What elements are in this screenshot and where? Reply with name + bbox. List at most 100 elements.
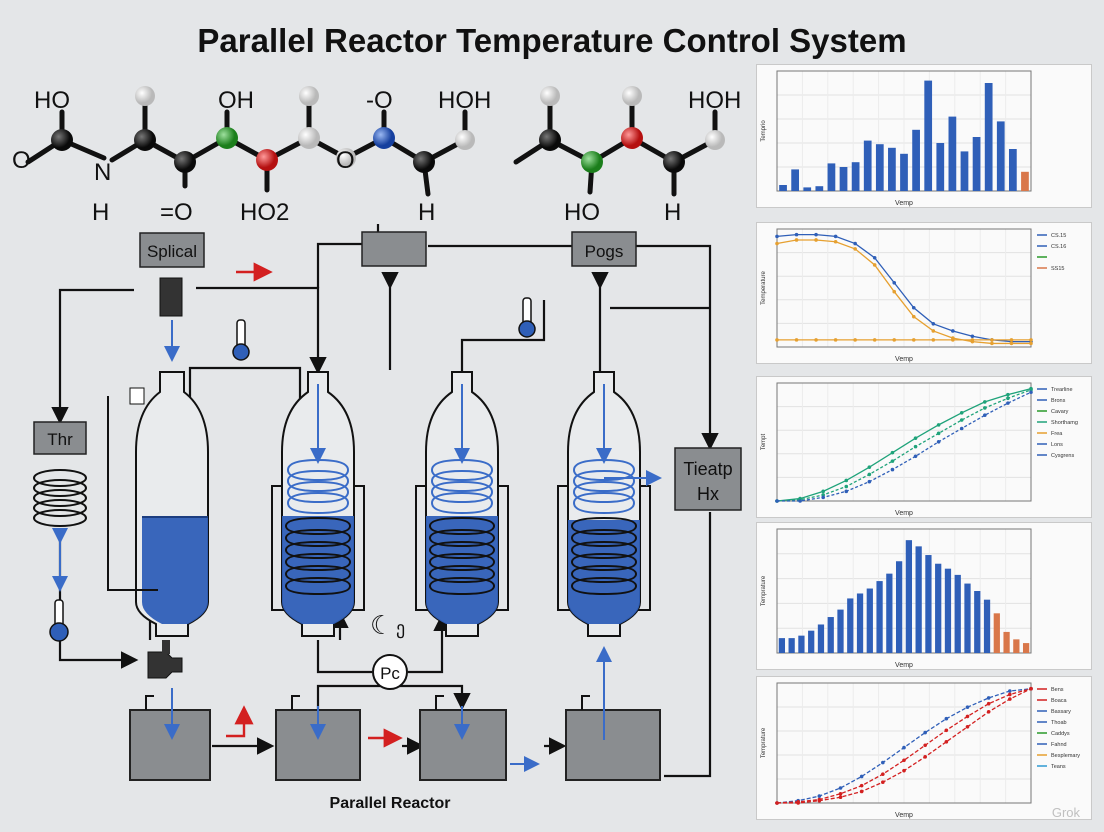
holding-tank <box>565 695 661 781</box>
bar <box>935 563 942 653</box>
data-point <box>890 459 895 463</box>
bar <box>837 609 844 653</box>
data-point <box>959 426 964 431</box>
data-point <box>986 696 991 700</box>
chart-3: TrearlineBronsCavaryShorthamgFreaLonsCys… <box>761 382 1078 517</box>
atom-label: O <box>336 147 355 174</box>
data-point <box>990 341 994 346</box>
legend-entry: Boaca <box>1051 698 1068 704</box>
bar <box>972 137 981 191</box>
flow-symbol: ე <box>396 618 405 639</box>
data-point <box>936 431 941 436</box>
reactor-group <box>271 371 651 637</box>
tank-group <box>129 695 661 781</box>
bar <box>876 581 883 653</box>
data-point <box>936 439 941 444</box>
data-point <box>913 444 918 449</box>
legend-entry: CS.16 <box>1051 244 1066 250</box>
header-box <box>361 231 427 267</box>
data-point <box>817 794 822 798</box>
flow-symbol: ☾ <box>370 610 393 640</box>
data-point <box>970 338 975 342</box>
atom-label: HO <box>564 199 600 226</box>
bar <box>863 140 872 191</box>
molecule-left-labels: HO OH -O HOH O N H =O HO2 H O <box>12 87 491 226</box>
data-point <box>1006 396 1010 401</box>
data-point <box>890 450 895 455</box>
bar <box>788 638 795 653</box>
atom-label: H <box>664 199 681 226</box>
x-axis-label: Vemp <box>895 356 913 363</box>
data-point <box>775 499 779 503</box>
data-point <box>1006 392 1010 397</box>
data-point <box>844 478 849 483</box>
jacketed-reactor <box>557 371 651 637</box>
atom-label: -O <box>366 87 393 114</box>
bar <box>984 83 993 191</box>
bar <box>900 153 908 191</box>
data-point <box>936 423 941 427</box>
data-point <box>911 305 916 310</box>
data-point <box>844 484 849 489</box>
data-point <box>794 338 799 342</box>
data-point <box>853 338 857 342</box>
control-valve-icon <box>147 640 183 679</box>
bar <box>944 568 952 653</box>
red-flow-arrows <box>226 262 403 748</box>
data-point <box>965 714 970 719</box>
jacketed-reactor <box>415 371 509 637</box>
x-axis-label: Vemp <box>895 510 913 517</box>
watermark: Grok <box>1051 805 1080 820</box>
blue-flow-arrows <box>52 320 662 772</box>
legend-entry: Trearline <box>1051 387 1073 393</box>
heat-exchanger-box: Tieatp Hx <box>674 447 742 511</box>
bar <box>779 185 787 191</box>
data-point <box>959 410 964 415</box>
data-point <box>867 465 872 469</box>
legend-entry: Cavary <box>1051 409 1069 415</box>
legend-entry: Frea <box>1051 431 1063 437</box>
data-point <box>775 338 779 342</box>
data-point <box>931 338 936 342</box>
chart-5: BensBoacaBassaryThoabCaddysFahndBesplema… <box>761 682 1080 819</box>
data-point <box>775 801 779 805</box>
bar <box>925 555 932 653</box>
bar <box>847 598 854 653</box>
bar <box>778 638 786 653</box>
data-point <box>1008 692 1012 697</box>
y-axis-label: Temperature <box>761 270 767 304</box>
supply-box: Splical <box>139 232 205 268</box>
atom-label: HOH <box>688 87 741 114</box>
bar <box>808 630 815 653</box>
bar <box>888 147 896 191</box>
legend-entry: SS15 <box>1051 266 1064 272</box>
data-point <box>1008 689 1012 693</box>
pump-icon: Pc <box>372 654 408 690</box>
bar <box>827 617 834 653</box>
molecule-right-labels: HOH HO H <box>564 87 741 226</box>
legend-entry: CS.15 <box>1051 233 1066 239</box>
data-point <box>1009 338 1014 342</box>
atom-label: O <box>12 147 31 174</box>
data-point <box>838 795 843 800</box>
data-point <box>814 232 818 237</box>
bar <box>839 167 848 191</box>
bar <box>817 624 825 653</box>
data-point <box>965 725 970 729</box>
legend-entry: Bassary <box>1051 709 1071 715</box>
data-point <box>1006 401 1010 405</box>
data-point <box>983 400 987 404</box>
data-point <box>944 716 949 721</box>
bar <box>875 144 884 191</box>
data-point <box>923 755 927 759</box>
data-point <box>1029 338 1033 342</box>
coil-icon <box>33 469 87 527</box>
y-axis-label: Temprature <box>761 575 767 606</box>
data-point <box>911 338 916 342</box>
bar <box>791 169 800 191</box>
